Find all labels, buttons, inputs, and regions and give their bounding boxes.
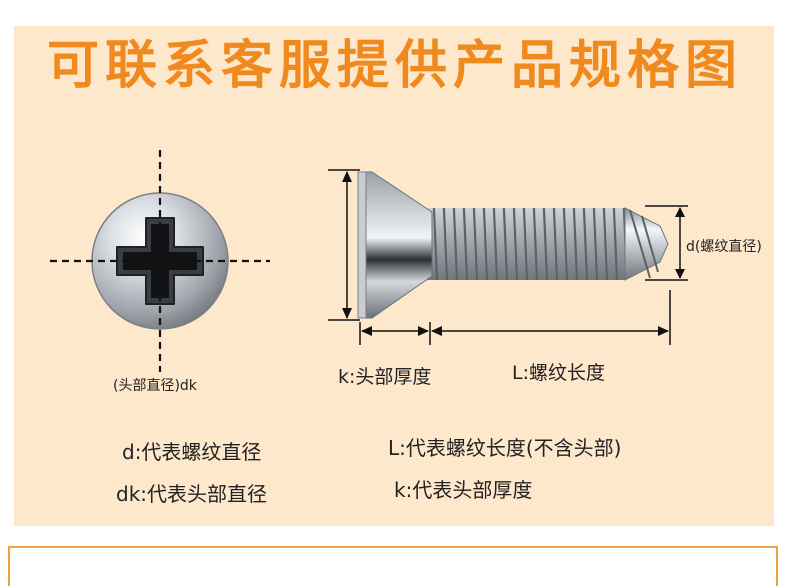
head-height-dimension [328, 169, 360, 321]
definition-L: L:代表螺纹长度(不含头部) [388, 436, 622, 460]
head-diameter-label: (头部直径)dk [113, 378, 197, 394]
definition-k: k:代表头部厚度 [394, 478, 533, 502]
head-thickness-label: k:头部厚度 [338, 366, 432, 388]
thread-length-label: L:螺纹长度 [512, 362, 605, 384]
thread-diameter-label: d(螺纹直径) [686, 239, 762, 255]
page-title: 可联系客服提供产品规格图 [46, 36, 743, 96]
definition-d: d:代表螺纹直径 [122, 440, 262, 464]
screw-diagram [50, 150, 688, 372]
definition-dk: dk:代表头部直径 [116, 482, 268, 506]
length-dimensions [359, 290, 671, 345]
thread-diameter-dimension [645, 205, 688, 281]
screw-side-view [357, 171, 669, 319]
bottom-section-frame [8, 546, 778, 586]
